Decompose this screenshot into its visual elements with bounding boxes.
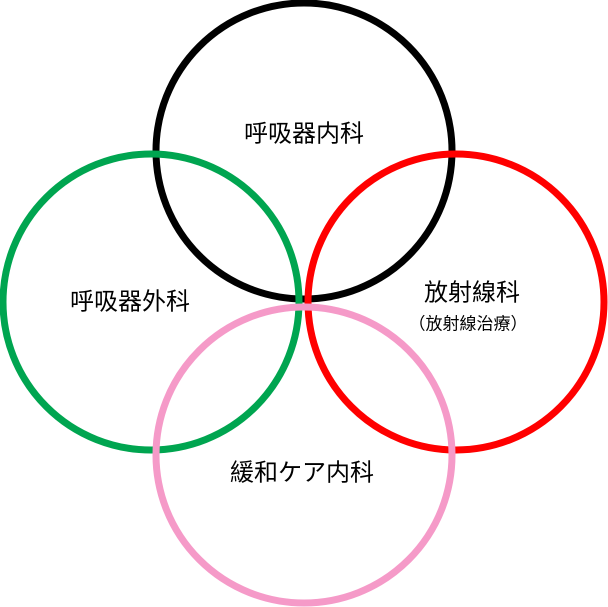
label-radiology-sub: （放射線治療） (408, 314, 528, 335)
label-respiratory-surgery: 呼吸器外科 (70, 287, 190, 316)
circle-respiratory-surgery (0, 150, 303, 454)
circle-radiology (304, 150, 608, 454)
label-radiology: 放射線科 (424, 278, 520, 307)
circle-palliative-care (152, 303, 456, 607)
label-palliative-care: 緩和ケア内科 (230, 458, 374, 487)
circle-respiratory-medicine (152, 0, 456, 303)
label-respiratory-medicine: 呼吸器内科 (244, 119, 364, 148)
